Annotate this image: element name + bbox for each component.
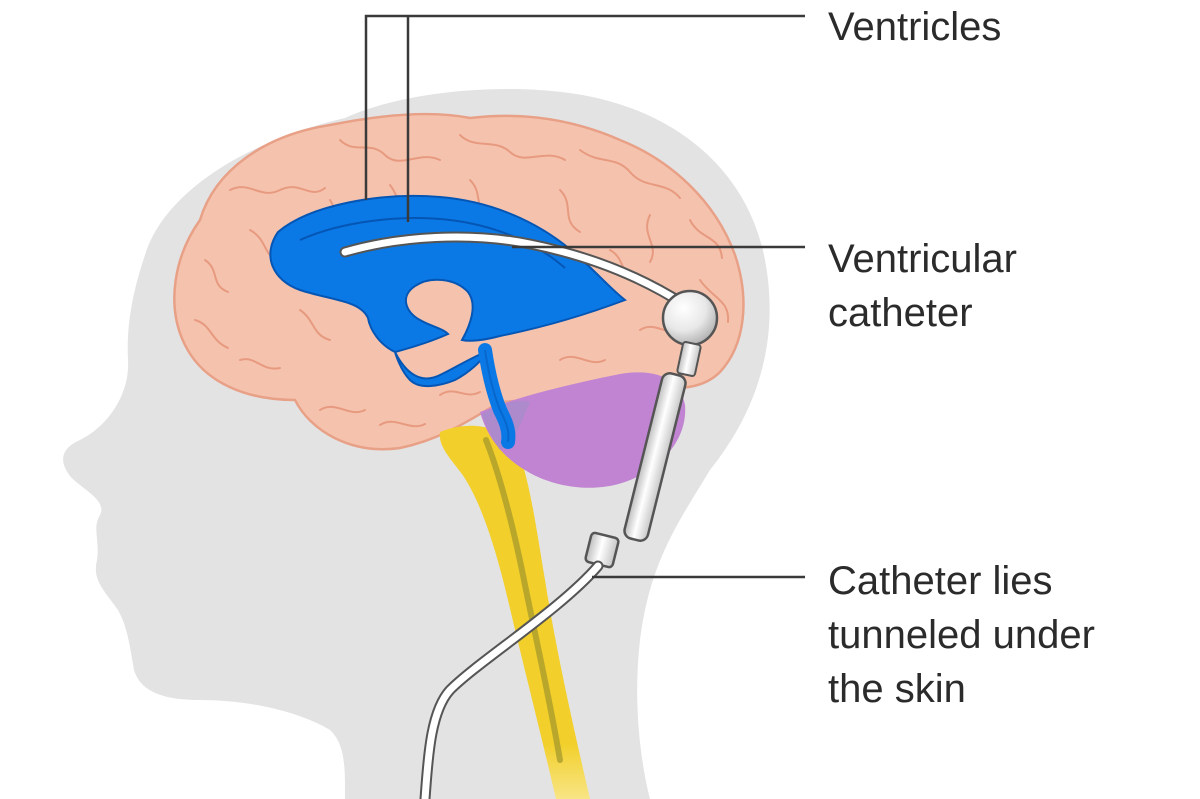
central-canal	[483, 437, 563, 763]
fourth-ventricle-duct-outline	[484, 349, 510, 443]
leader-lines	[364, 14, 805, 579]
leader-ventricles	[364, 14, 805, 200]
label-ventricles: Ventricles	[828, 0, 1001, 54]
label-tunneled-catheter: Catheter lies tunneled under the skin	[828, 554, 1095, 716]
label-ventricles-line-1: Ventricles	[828, 5, 1002, 49]
ventricular-catheter-tube-fill	[341, 233, 689, 309]
label-ventricular-catheter-line-2: catheter	[828, 291, 973, 335]
label-tunneled-catheter-line-3: the skin	[828, 667, 966, 711]
valve-body	[623, 372, 687, 542]
distal-catheter-tube-fill	[421, 562, 602, 799]
label-ventricular-catheter-line-1: Ventricular	[828, 237, 1017, 281]
label-ventricular-catheter: Ventricular catheter	[828, 232, 1017, 340]
cerebellum	[480, 372, 686, 488]
label-tunneled-catheter-line-2: tunneled under	[828, 613, 1095, 657]
valve-connector	[676, 341, 702, 377]
shunt-valve	[661, 289, 719, 347]
label-tunneled-catheter-line-1: Catheter lies	[828, 559, 1053, 603]
